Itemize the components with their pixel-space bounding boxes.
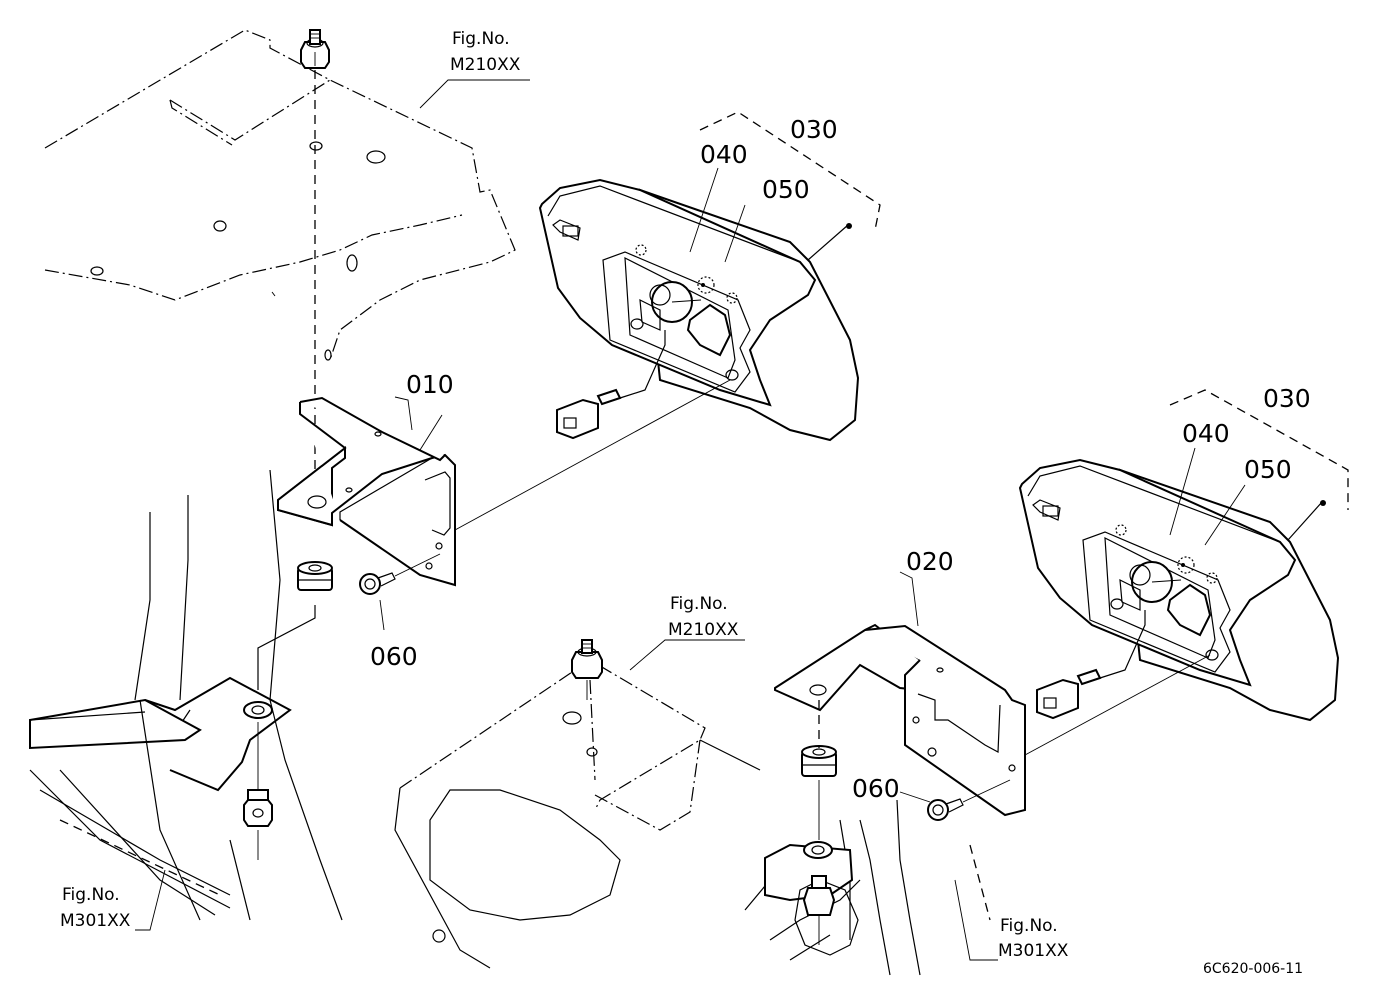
fig-ref-title: Fig.No. (62, 885, 120, 905)
mount-line-upper (454, 379, 731, 531)
lower-bolt-block (764, 841, 859, 956)
lower-nut (571, 639, 603, 700)
grommet-left (297, 561, 333, 591)
fig-ref-code: M210XX (668, 620, 739, 640)
fig-ref-m301-left: Fig.No. M301XX (60, 885, 131, 931)
lamp-assembly-upper (538, 178, 860, 442)
fig-ref-code: M301XX (998, 941, 1069, 961)
frame-panel-upper (44, 29, 516, 361)
leaders-upper (394, 79, 881, 451)
frame-panel-lower (394, 659, 991, 976)
fig-ref-m210-upper: Fig.No. M210XX (450, 29, 521, 75)
label-030-lower: 030 (1263, 384, 1311, 413)
bracket-020 (774, 623, 1026, 817)
leaders-lower (135, 389, 1349, 961)
label-060-upper: 060 (370, 642, 418, 671)
grommet-right (801, 700, 837, 840)
label-040-lower: 040 (1182, 419, 1230, 448)
fig-ref-title: Fig.No. (452, 29, 510, 49)
support-lower-left (29, 469, 343, 921)
label-030-upper: 030 (790, 115, 838, 144)
label-020: 020 (906, 547, 954, 576)
fig-ref-code: M301XX (60, 911, 131, 931)
fig-ref-code: M210XX (450, 55, 521, 75)
mount-line-lower (1024, 654, 1211, 756)
label-040-upper: 040 (700, 140, 748, 169)
fig-ref-title: Fig.No. (1000, 916, 1058, 936)
upper-nut (300, 29, 330, 69)
lamp-assembly-lower (1018, 458, 1340, 722)
label-060-lower: 060 (852, 774, 900, 803)
fig-ref-title: Fig.No. (670, 594, 728, 614)
label-050-upper: 050 (762, 175, 810, 204)
screw-060-upper (359, 553, 441, 595)
bracket-010 (277, 396, 456, 587)
label-010: 010 (406, 370, 454, 399)
fig-ref-m210-lower: Fig.No. M210XX (668, 594, 739, 640)
drawing-code: 6C620-006-11 (1203, 961, 1303, 977)
label-050-lower: 050 (1244, 455, 1292, 484)
fig-ref-m301-right: Fig.No. M301XX (998, 916, 1069, 961)
screw-060-lower (927, 779, 1011, 821)
